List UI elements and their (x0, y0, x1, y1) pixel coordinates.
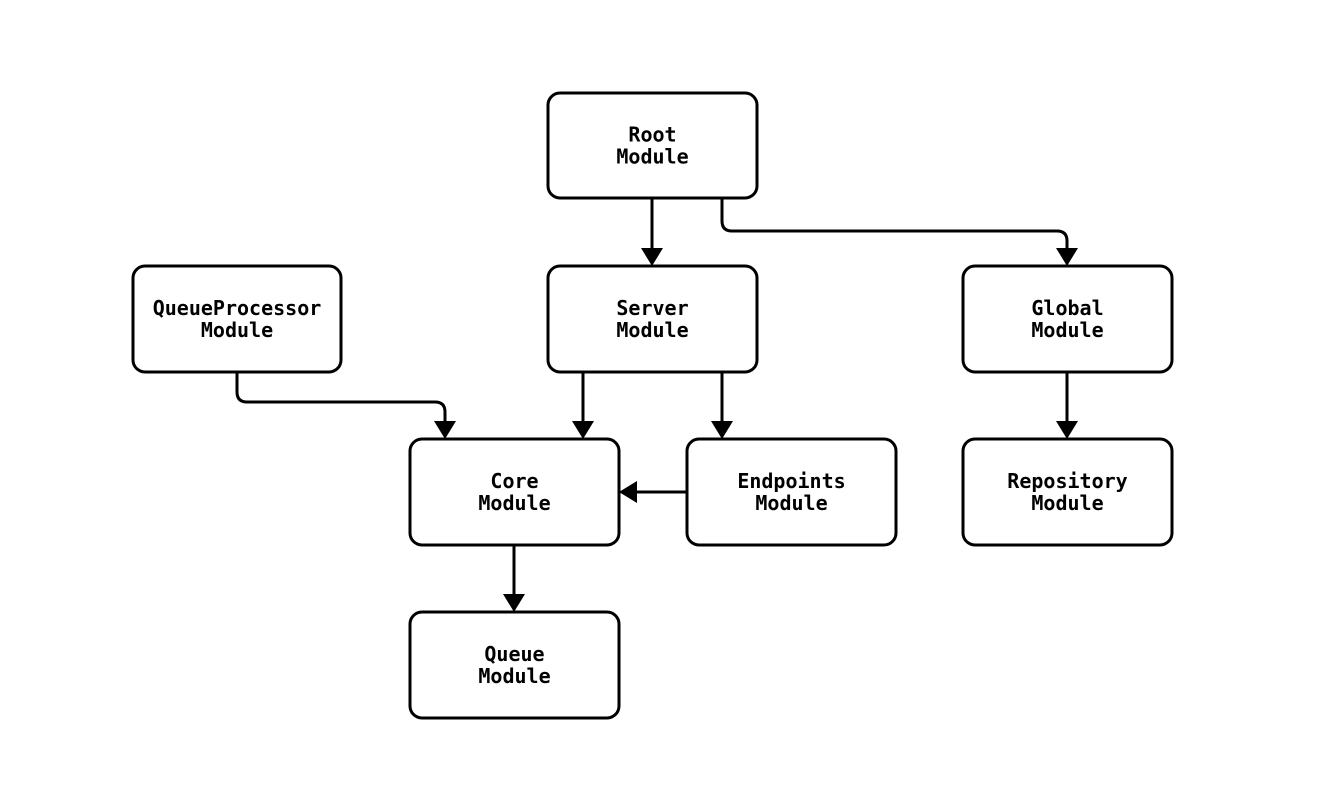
node-box-core (408, 437, 621, 547)
arrowhead-endpoints-core (619, 481, 637, 503)
node-box-server (546, 264, 759, 374)
arrowhead-queueprocessor-core (434, 421, 456, 439)
node-box-global (961, 264, 1174, 374)
edge-root-global (720, 198, 1069, 251)
arrowhead-global-repository (1056, 421, 1078, 439)
arrowhead-server-core (572, 421, 594, 439)
arrowhead-root-global (1056, 248, 1078, 266)
arrowhead-core-queue (503, 594, 525, 612)
node-box-queue (408, 610, 621, 720)
arrowhead-root-server (641, 248, 663, 266)
node-box-root (546, 91, 759, 200)
node-box-queueprocessor (131, 264, 343, 374)
node-box-repository (961, 437, 1174, 547)
arrowhead-server-endpoints (711, 421, 733, 439)
node-box-endpoints (685, 437, 898, 547)
edge-queueprocessor-core (235, 372, 447, 424)
